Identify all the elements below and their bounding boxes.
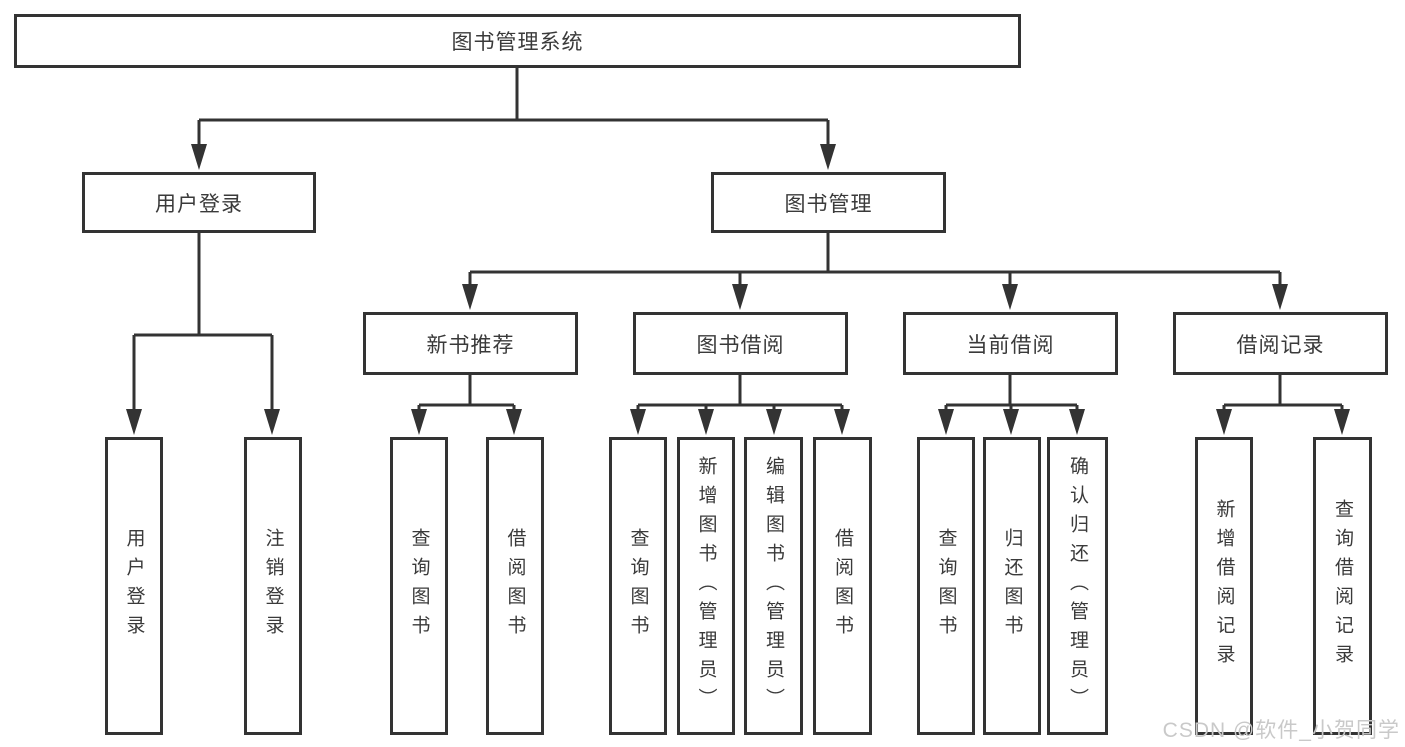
leaf-edit-book-admin: 编辑图书（管理员） — [744, 437, 803, 735]
leaf-add-borrow-record: 新增借阅记录 — [1195, 437, 1253, 735]
leaf-query-books-current: 查询图书 — [917, 437, 975, 735]
node-root-system: 图书管理系统 — [14, 14, 1021, 68]
leaf-return-book: 归还图书 — [983, 437, 1041, 735]
node-new-book-recommendation: 新书推荐 — [363, 312, 578, 375]
node-current-borrowing: 当前借阅 — [903, 312, 1118, 375]
leaf-add-book-admin: 新增图书（管理员） — [677, 437, 735, 735]
leaf-query-books-borrow: 查询图书 — [609, 437, 667, 735]
node-borrowing-records: 借阅记录 — [1173, 312, 1388, 375]
node-book-borrowing: 图书借阅 — [633, 312, 848, 375]
leaf-borrow-books: 借阅图书 — [813, 437, 872, 735]
arrowheads — [126, 144, 1350, 435]
leaf-query-books-recommend: 查询图书 — [390, 437, 448, 735]
leaf-borrow-books-recommend: 借阅图书 — [486, 437, 544, 735]
leaf-user-login: 用户登录 — [105, 437, 163, 735]
node-book-management: 图书管理 — [711, 172, 946, 233]
leaf-query-borrow-record: 查询借阅记录 — [1313, 437, 1372, 735]
node-user-login-branch: 用户登录 — [82, 172, 316, 233]
leaf-logout: 注销登录 — [244, 437, 302, 735]
csdn-watermark: CSDN @软件_小贺同学 — [1162, 719, 1400, 742]
leaf-confirm-return-admin: 确认归还（管理员） — [1047, 437, 1108, 735]
